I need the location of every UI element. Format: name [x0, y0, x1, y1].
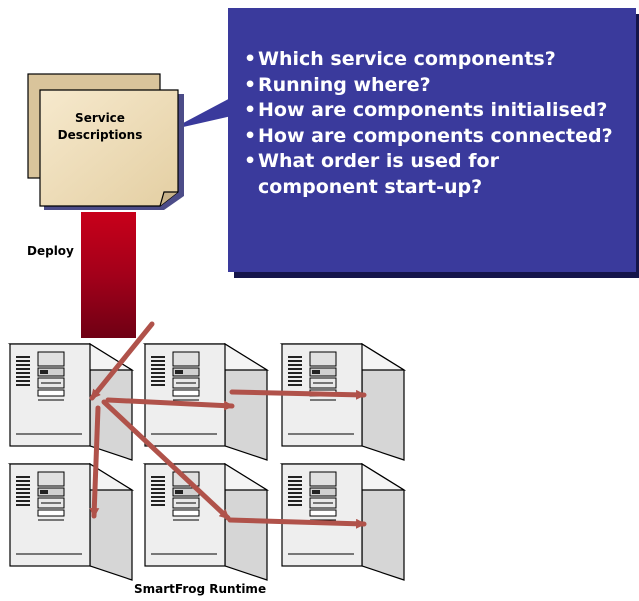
deploy-label: Deploy — [27, 244, 74, 258]
callout-bullet: •Which service components? — [244, 47, 636, 73]
runtime-servers — [9, 343, 405, 581]
callout-bullet: •What order is used for — [244, 149, 636, 175]
deployment-arrows — [89, 321, 367, 529]
arrow-deploy-entry — [89, 321, 155, 401]
bullet-glyph: • — [244, 150, 257, 172]
callout-bullet-continuation: component start-up? — [258, 175, 483, 198]
doc-label-line-1: Service — [75, 111, 125, 125]
callout-box — [170, 8, 639, 278]
runtime-label: SmartFrog Runtime — [134, 582, 267, 596]
callout-bullet: •Running where? — [244, 73, 636, 99]
bullet-text: How are components connected? — [258, 124, 613, 147]
server-icon-4 — [9, 463, 133, 581]
callout-bullet: •How are components connected? — [244, 124, 636, 150]
bullet-text: What order is used for — [258, 150, 499, 172]
bullet-glyph: • — [244, 73, 257, 96]
service-descriptions-document-stack — [27, 73, 184, 210]
bullet-text: Running where? — [258, 73, 431, 96]
bullet-text: Which service components? — [258, 48, 556, 70]
bullet-glyph: • — [244, 124, 257, 147]
callout-bullet: •How are components initialised? — [244, 98, 636, 124]
arrow-server-5-to-6 — [227, 517, 367, 529]
bullet-glyph: • — [244, 48, 257, 70]
arrow-server-2-to-3 — [229, 389, 367, 400]
arrow-to-server-5 — [101, 399, 231, 521]
service-descriptions-label: Service Descriptions — [52, 110, 148, 144]
server-icon-3 — [281, 343, 405, 461]
callout-question-list: •Which service components? •Running wher… — [244, 47, 636, 200]
deploy-bar — [81, 212, 136, 338]
arrow-to-server-2 — [105, 397, 235, 411]
bullet-text: How are components initialised? — [258, 99, 608, 121]
arrow-to-server-4 — [89, 405, 101, 519]
doc-label-line-2: Descriptions — [57, 128, 143, 142]
bullet-glyph: • — [244, 99, 257, 121]
